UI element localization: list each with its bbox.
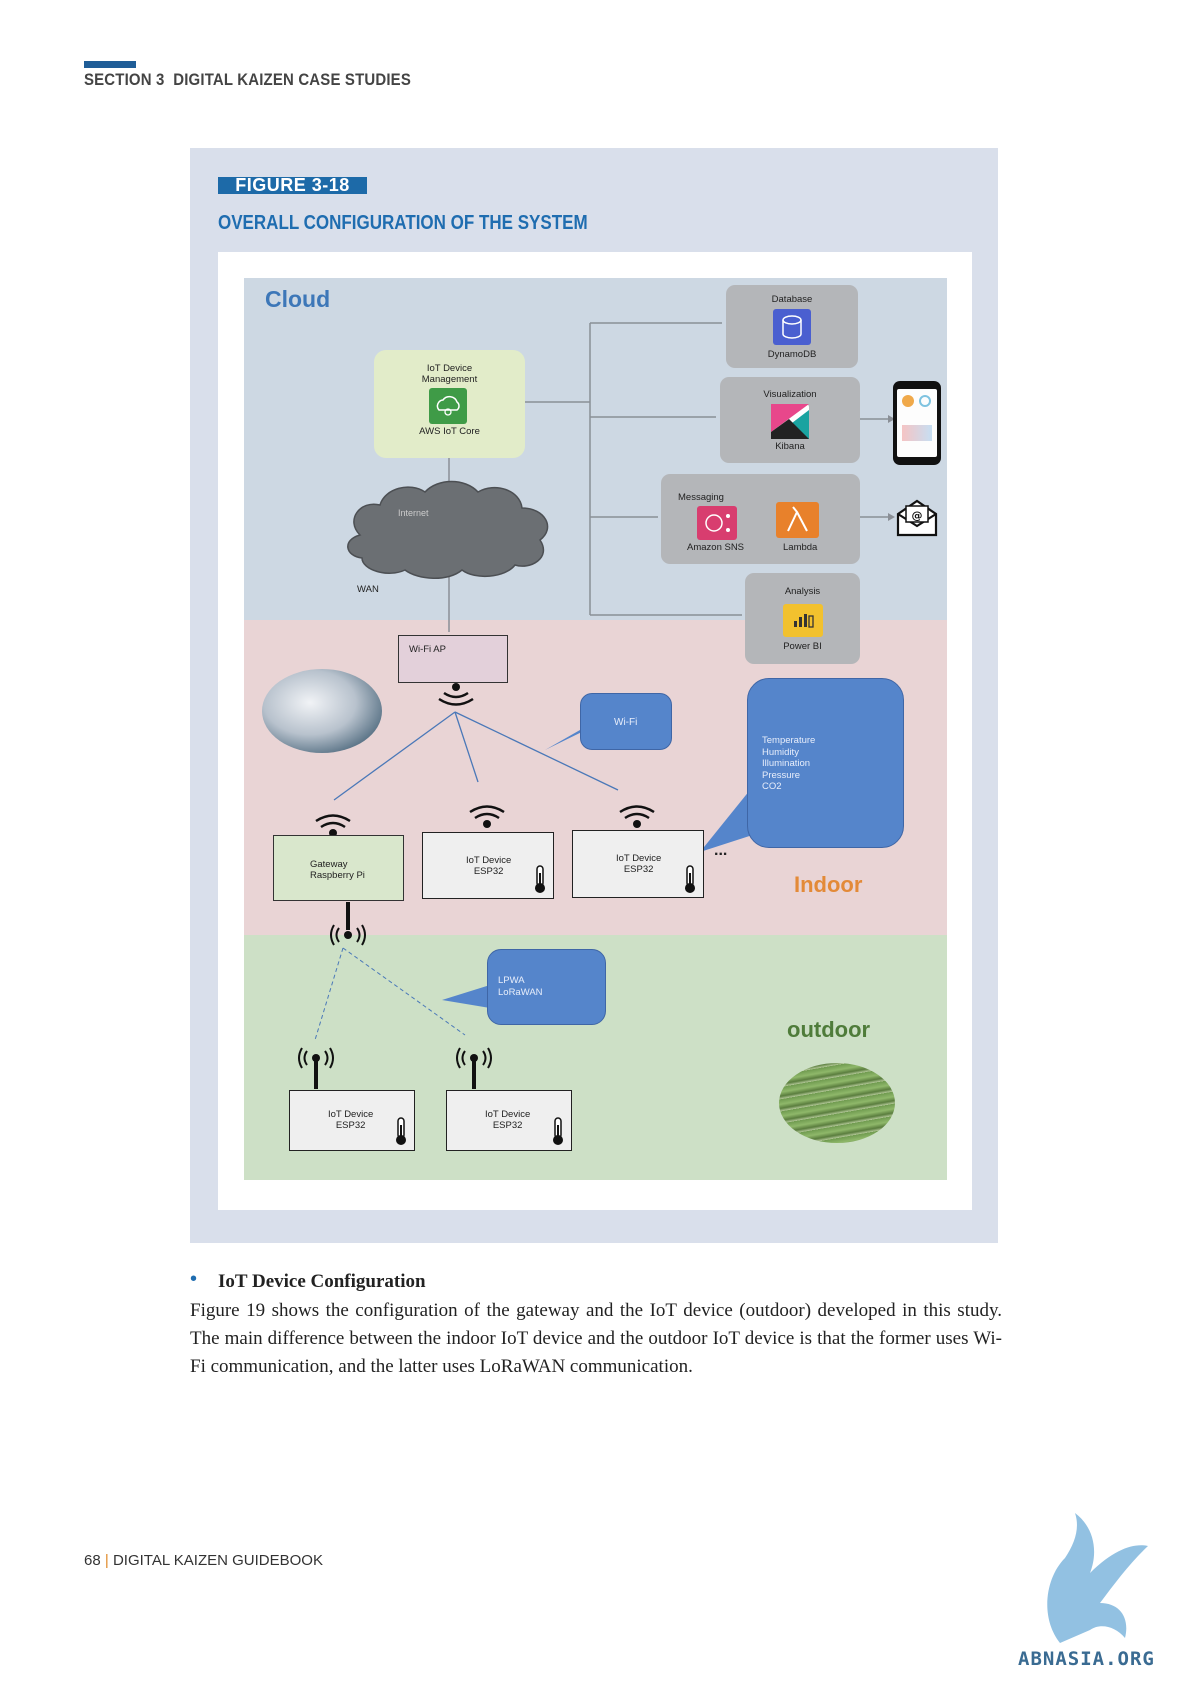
lpwa-bubble-tail (442, 985, 490, 1008)
iot-mgmt-title-2: Management (421, 374, 478, 385)
power-bi-label: Power BI (783, 641, 822, 652)
indoor-device-2-label-1: IoT Device (616, 853, 662, 864)
wifi-bubble-label: Wi-Fi (614, 717, 638, 728)
indoor-device-1-label-1: IoT Device (466, 855, 512, 866)
device2-wifi-icon (615, 799, 659, 834)
lambda-label: Lambda (783, 542, 818, 553)
visualization-title: Visualization (763, 389, 817, 400)
visualization-service: Visualization Kibana (720, 377, 860, 463)
lambda-icon (776, 502, 819, 538)
outdoor-zone-label: outdoor (787, 1017, 871, 1042)
aws-iot-core-label: AWS IoT Core (419, 426, 480, 437)
outdoor-device-1-label-1: IoT Device (328, 1109, 374, 1120)
outdoor-device-2: IoT Device ESP32 (446, 1090, 572, 1151)
internet-label: Internet (398, 508, 429, 518)
thermometer-icon (551, 1117, 565, 1150)
sensor-item-co2: CO2 (762, 781, 782, 792)
indoor-device-2: IoT Device ESP32 (572, 830, 704, 898)
watermark-text: ABNASIA.ORG (1018, 1648, 1155, 1670)
database-title: Database (771, 294, 813, 305)
section-title: DIGITAL KAIZEN CASE STUDIES (173, 70, 412, 89)
indoor-device-2-label-2: ESP32 (623, 864, 654, 875)
factory-photo (262, 669, 382, 753)
amazon-sns-label: Amazon SNS (687, 542, 745, 553)
iot-mgmt-title-1: IoT Device (426, 363, 473, 374)
section-accent-bar (84, 61, 136, 68)
outdoor-device-2-label-2: ESP32 (492, 1120, 523, 1131)
smartphone-icon (893, 381, 941, 465)
wifi-ap-box: Wi-Fi AP (398, 635, 508, 683)
internet-cloud-icon (347, 480, 549, 579)
sensor-bubble: Temperature Humidity Illumination Pressu… (747, 678, 904, 848)
figure-title: OVERALL CONFIGURATION OF THE SYSTEM (218, 212, 588, 234)
gateway-box: Gateway Raspberry Pi (273, 835, 404, 901)
database-service: Database DynamoDB (726, 285, 858, 368)
dynamodb-icon (773, 309, 811, 345)
wan-label: WAN (357, 584, 379, 595)
farm-photo (779, 1063, 895, 1143)
lpwa-label-1: LPWA (498, 975, 525, 986)
section-number: SECTION 3 (84, 70, 165, 89)
outdoor-antenna-2-icon (454, 1045, 494, 1096)
book-title: DIGITAL KAIZEN GUIDEBOOK (112, 1552, 323, 1569)
outdoor-device-1-label-2: ESP32 (335, 1120, 366, 1131)
amazon-sns-icon (697, 506, 737, 540)
dynamodb-label: DynamoDB (767, 349, 817, 360)
gateway-antenna-icon (328, 902, 368, 953)
outdoor-antenna-1-icon (296, 1045, 336, 1096)
sensor-item-temperature: Temperature (762, 735, 816, 746)
analysis-title: Analysis (784, 586, 821, 597)
indoor-device-1-label-2: ESP32 (473, 866, 504, 877)
section-paragraph: Figure 19 shows the configuration of the… (190, 1300, 1002, 1377)
gateway-label-2: Raspberry Pi (310, 870, 365, 881)
figure-tag: FIGURE 3-18 (218, 176, 367, 194)
section-heading: IoT Device Configuration (218, 1271, 426, 1292)
lpwa-bubble: LPWA LoRaWAN (487, 949, 606, 1025)
email-icon: @ (895, 498, 939, 543)
wifi-ap-label: Wi-Fi AP (409, 644, 446, 655)
section-header: SECTION 3 DIGITAL KAIZEN CASE STUDIES (84, 70, 411, 90)
indoor-zone-label: Indoor (794, 872, 863, 897)
gateway-label-1: Gateway (310, 859, 348, 870)
wifi-bubble: Wi-Fi (580, 693, 672, 750)
aws-iot-core-icon (429, 388, 467, 424)
messaging-title: Messaging (678, 492, 724, 503)
thermometer-icon (533, 865, 547, 898)
device1-wifi-icon (465, 799, 509, 834)
kibana-label: Kibana (775, 441, 805, 452)
messaging-service: Messaging Amazon SNS Lambda (661, 474, 860, 564)
sensor-item-illumination: Illumination (762, 758, 811, 769)
outdoor-device-1: IoT Device ESP32 (289, 1090, 415, 1151)
analysis-service: Analysis Power BI (745, 573, 860, 664)
cloud-zone-label: Cloud (265, 286, 331, 312)
kibana-icon (771, 404, 809, 439)
sensor-item-humidity: Humidity (762, 746, 799, 758)
iot-device-management: IoT Device Management AWS IoT Core (374, 350, 525, 458)
sensor-item-pressure: Pressure (762, 769, 801, 781)
more-devices-ellipsis: ... (714, 842, 728, 859)
lpwa-label-2: LoRaWAN (498, 986, 543, 998)
thermometer-icon (683, 865, 697, 898)
power-bi-icon (783, 604, 823, 637)
svg-text:@: @ (912, 509, 923, 522)
thermometer-icon (394, 1117, 408, 1150)
page-number: 68 (84, 1552, 101, 1569)
wifi-ap-signal-icon (434, 682, 478, 717)
watermark-logo (1020, 1508, 1150, 1653)
outdoor-device-2-label-1: IoT Device (485, 1109, 531, 1120)
bullet-icon: • (190, 1268, 198, 1290)
page-footer: 68 | DIGITAL KAIZEN GUIDEBOOK (84, 1552, 323, 1569)
indoor-device-1: IoT Device ESP32 (422, 832, 554, 899)
